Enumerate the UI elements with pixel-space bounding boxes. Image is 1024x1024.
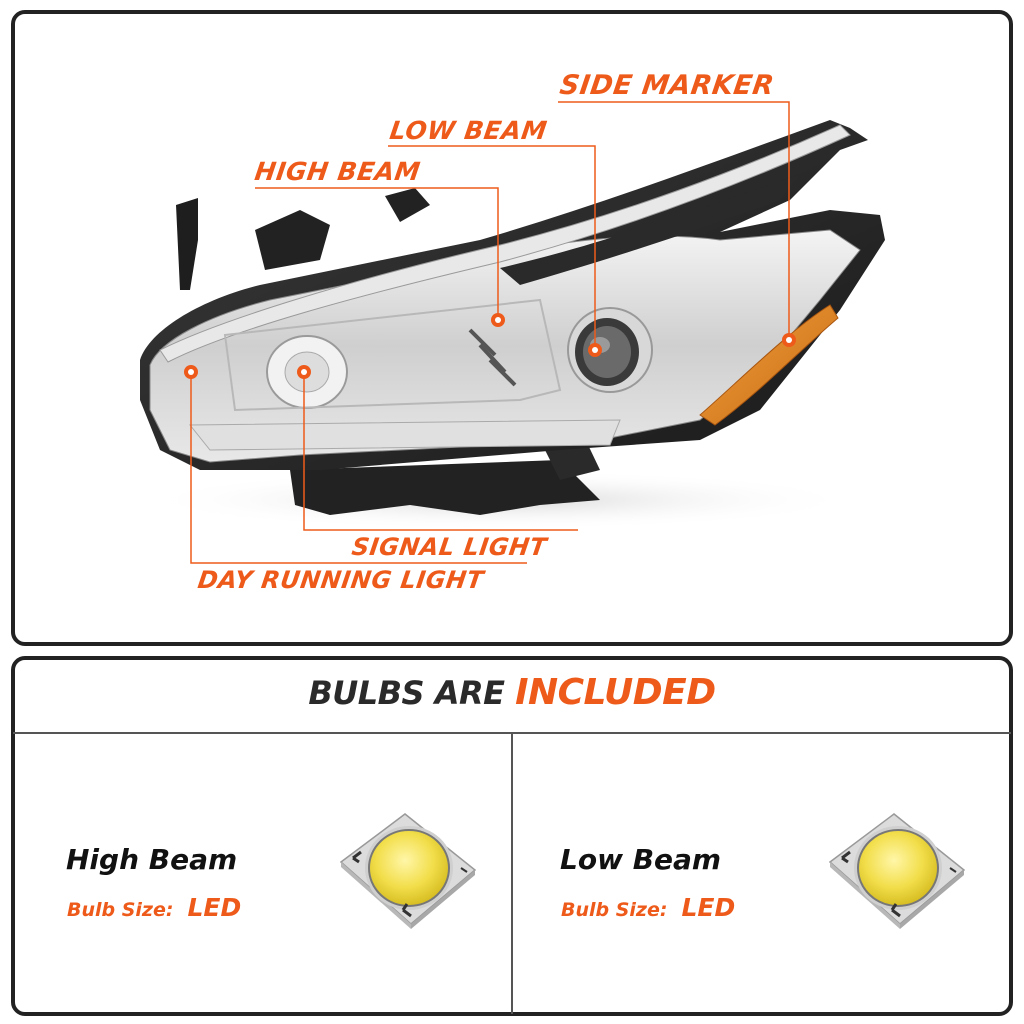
bulb-size-value: LED — [681, 893, 736, 922]
callout-side-marker: SIDE MARKER — [557, 70, 777, 101]
bulb-size-high-beam: Bulb Size: LED — [67, 893, 241, 922]
bulbs-headline: BULBS ARE INCLUDED — [11, 672, 1013, 713]
headline-accent-text: INCLUDED — [515, 672, 716, 713]
bulb-size-label: Bulb Size: — [561, 899, 668, 921]
headline-dark-text: BULBS ARE — [308, 674, 505, 712]
bulb-title-low-beam: Low Beam — [560, 843, 722, 876]
led-chip-icon — [828, 813, 966, 929]
bulb-size-label: Bulb Size: — [67, 899, 174, 921]
led-chip-icon — [339, 813, 477, 929]
bulb-size-value: LED — [187, 893, 242, 922]
bulb-size-low-beam: Bulb Size: LED — [561, 893, 735, 922]
section-divider-vertical — [511, 734, 513, 1014]
section-divider-horizontal — [13, 732, 1011, 734]
callout-high-beam: HIGH BEAM — [252, 157, 423, 186]
callout-low-beam: LOW BEAM — [387, 116, 549, 145]
callout-day-running-light: DAY RUNNING LIGHT — [196, 566, 486, 594]
bulb-title-high-beam: High Beam — [66, 843, 238, 876]
callout-signal-light: SIGNAL LIGHT — [350, 533, 549, 561]
